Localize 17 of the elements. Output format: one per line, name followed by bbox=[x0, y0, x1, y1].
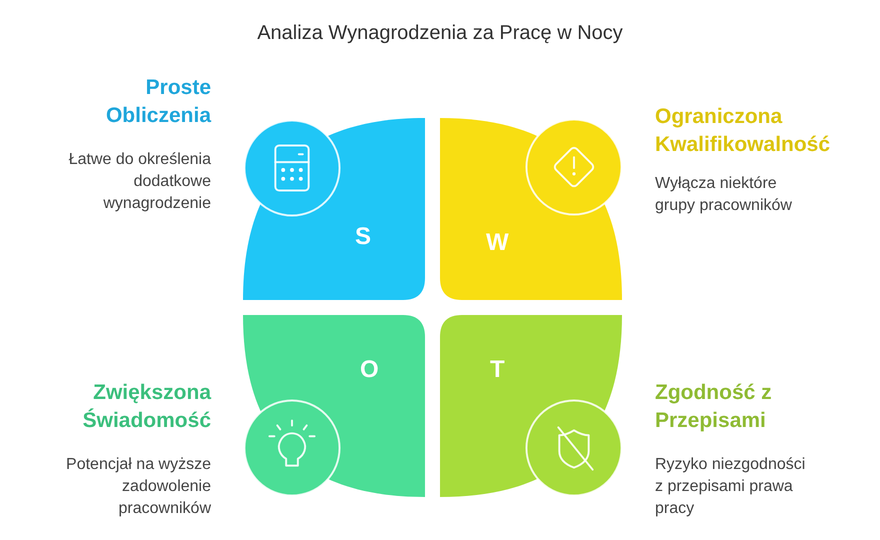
quadrant-description: Potencjał na wyższe zadowolenie pracowników bbox=[65, 455, 211, 519]
quadrant-description: Wyłącza niektóre grupy pracowników bbox=[655, 174, 793, 216]
leaf-shape bbox=[440, 118, 622, 300]
quadrant-letter: S bbox=[355, 223, 372, 251]
leaf-shape bbox=[243, 315, 425, 497]
quadrant-description: Łatwe do określenia dodatkowe wynagrodzenie bbox=[68, 150, 211, 214]
quadrant-letter: W bbox=[486, 229, 509, 257]
title: Analiza Wynagrodzenia za Pracę w Nocy bbox=[256, 21, 624, 46]
quadrant-letter: T bbox=[490, 356, 505, 384]
leaf-shape bbox=[243, 118, 425, 300]
quadrant-heading: Ograniczona Kwalifikowalność bbox=[655, 104, 832, 158]
quadrant-heading: Zwiększona Świadomość bbox=[82, 380, 211, 434]
leaf-shape bbox=[440, 315, 622, 497]
quadrant-heading: Zgodność z Przepisami bbox=[655, 380, 773, 434]
quadrant-letter: O bbox=[360, 356, 379, 384]
quadrant-description: Ryzyko niezgodności z przepisami prawa pracy bbox=[655, 455, 806, 519]
quadrant-heading: Proste Obliczenia bbox=[104, 75, 211, 129]
